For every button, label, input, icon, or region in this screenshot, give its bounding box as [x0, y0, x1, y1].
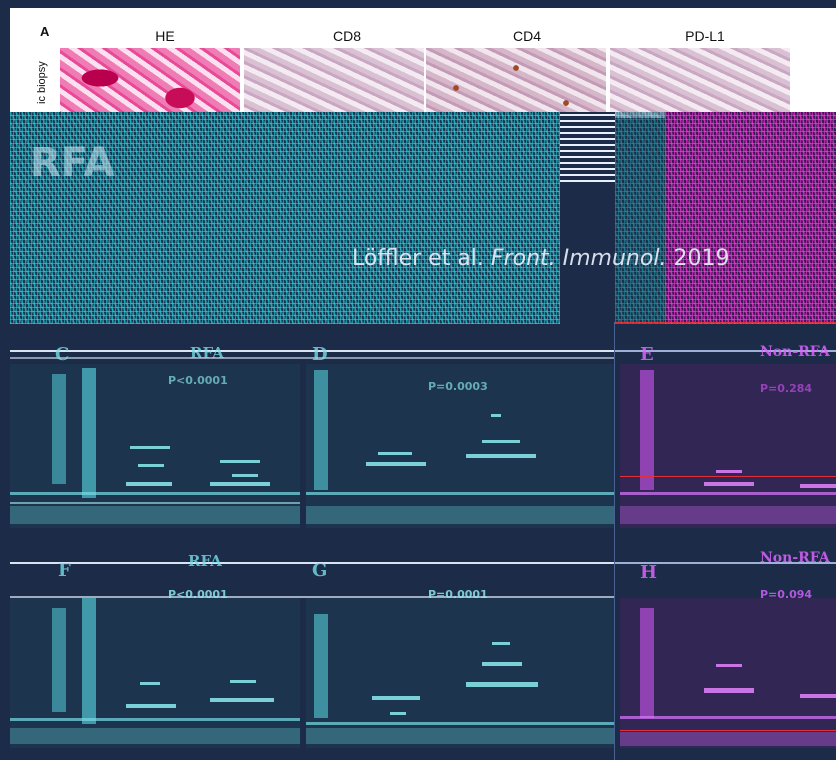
panel-a-histology: A HE CD8 CD4 PD-L1 ic biopsy: [10, 8, 836, 118]
panel-e-title: Non-RFA: [760, 344, 830, 360]
citation-watermark: Löffler et al. Front. Immunol. 2019: [352, 246, 729, 271]
panel-d-scatter: [306, 364, 614, 528]
panel-e-scatter: [620, 364, 836, 528]
row-rule-mid: [10, 562, 614, 564]
row-rule-top: [10, 350, 614, 352]
panel-h-letter: H: [640, 562, 658, 583]
column-header-he: HE: [155, 28, 175, 44]
panel-d-letter: D: [312, 344, 328, 365]
panel-e-letter: E: [640, 344, 654, 365]
row-rule-mid-2: [10, 596, 614, 598]
he-stain-image: [60, 48, 240, 118]
row-rule-mid-right: [615, 562, 836, 564]
row-rule-top-2: [10, 357, 614, 359]
separator-line: [615, 322, 836, 323]
artifact-stripes: [560, 112, 615, 182]
panel-c-letter: C: [55, 344, 70, 365]
cd8-stain-image: [244, 48, 424, 118]
panel-h-scatter: [620, 598, 836, 748]
panel-c-scatter: [10, 364, 300, 528]
panel-h-title: Non-RFA: [760, 550, 830, 566]
column-header-cd8: CD8: [332, 28, 361, 44]
distorted-histology-magenta: [665, 112, 836, 324]
watermark-authors: Löffler et al.: [352, 246, 491, 271]
panel-f-pvalue: P<0.0001: [168, 588, 228, 601]
rfa-overlay-label: RFA: [30, 140, 115, 186]
column-header-pdl1: PD-L1: [685, 28, 725, 44]
panel-c-title: RFA: [190, 344, 224, 362]
panel-h-pvalue: P=0.094: [760, 588, 813, 601]
panel-e-pvalue: P=0.284: [760, 382, 812, 395]
row-label-biopsy: ic biopsy: [36, 61, 48, 104]
panel-d-pvalue: P=0.0003: [428, 380, 488, 393]
column-header-cd4: CD4: [512, 28, 541, 44]
panel-g-letter: G: [312, 560, 328, 581]
artifact-column: [615, 112, 665, 324]
panel-divider: [614, 322, 615, 760]
panel-g-scatter: [306, 598, 614, 748]
pdl1-stain-image: [610, 48, 790, 118]
panel-f-title: RFA: [188, 552, 222, 570]
panel-c-pvalue: P<0.0001: [168, 374, 228, 387]
panel-f-letter: F: [58, 560, 71, 581]
cd4-stain-image: [426, 48, 606, 118]
watermark-journal: Front. Immunol.: [490, 246, 667, 271]
distorted-histology-row: [10, 112, 560, 324]
row-rule-top-right: [615, 350, 836, 352]
panel-f-scatter: [10, 598, 300, 748]
panel-a-letter: A: [40, 24, 50, 39]
watermark-year: 2019: [666, 246, 730, 271]
panel-g-pvalue: P=0.0001: [428, 588, 488, 601]
